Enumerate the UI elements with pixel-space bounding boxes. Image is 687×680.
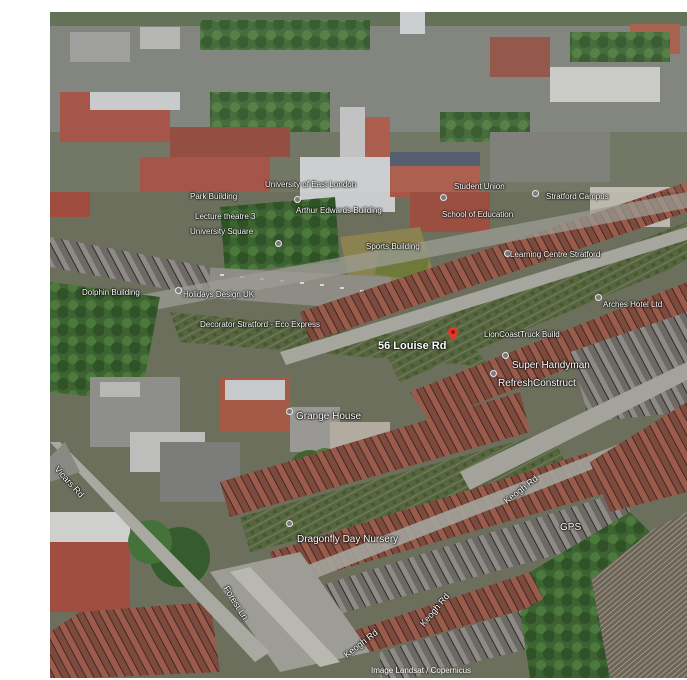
poi-marker-icon[interactable] <box>490 370 497 377</box>
poi-marker-icon[interactable] <box>502 352 509 359</box>
poi-marker-icon[interactable] <box>440 194 447 201</box>
poi-marker-icon[interactable] <box>175 287 182 294</box>
poi-marker-icon[interactable] <box>504 250 511 257</box>
map-view[interactable]: University of East London Student Union … <box>50 12 687 678</box>
imagery-attribution: Image Landsat / Copernicus <box>371 666 472 675</box>
poi-marker-icon[interactable] <box>532 190 539 197</box>
location-pin-icon[interactable] <box>448 327 458 341</box>
poi-marker-icon[interactable] <box>286 520 293 527</box>
aerial-imagery <box>50 12 687 678</box>
poi-marker-icon[interactable] <box>275 240 282 247</box>
poi-marker-icon[interactable] <box>294 196 301 203</box>
poi-marker-icon[interactable] <box>595 294 602 301</box>
poi-marker-icon[interactable] <box>286 408 293 415</box>
